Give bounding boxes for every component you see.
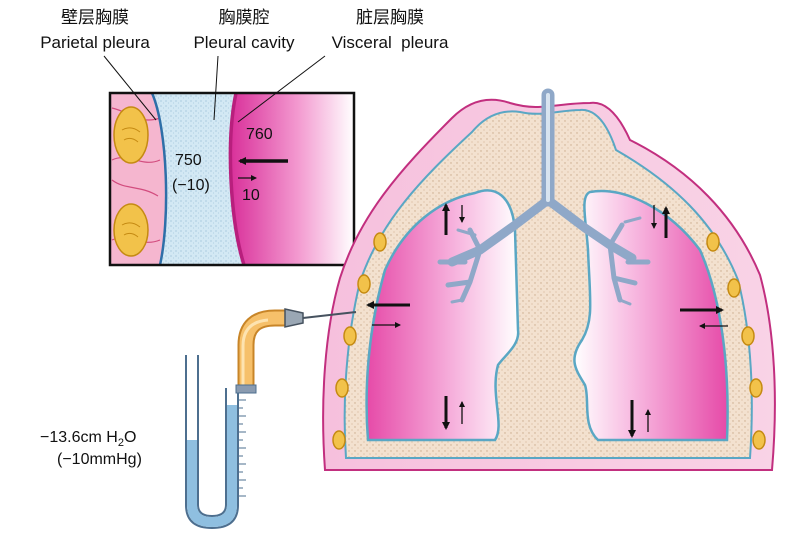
ribs-right [706,232,766,450]
parietal-pleura-cn: 壁层胸膜 [61,8,129,28]
needle [302,311,357,319]
parietal-pleura-en: Parietal pleura [40,33,150,52]
inset-frame [108,91,356,267]
u-tube-outer [185,355,239,530]
leader-parietal [103,55,157,121]
pleural-cavity-cn: 胸膜腔 [219,8,270,28]
inset-pleural-fluid [152,93,244,265]
manometer-water [187,405,237,527]
manometer-reading-mmhg: (−10mmHg) [57,451,142,468]
pleural-cavity-en: Pleural cavity [193,33,295,52]
intrapleural-relative-value: (−10) [172,177,210,194]
visceral-pleura-en: Visceral pleura [332,33,449,52]
inset-fat-cell-lower [113,203,149,257]
ribs-left [332,232,387,450]
label-parietal-pleura: 壁层胸膜 Parietal pleura [40,8,150,52]
manometer-scale [238,399,246,497]
leader-visceral [237,55,326,123]
manometer-reading-cmh2o: −13.6cm H2O [40,429,136,449]
intrapleural-pressure-value: 750 [175,152,202,169]
inset-lung-tissue [230,93,354,265]
recoil-value: 10 [242,187,260,204]
leader-cavity [213,55,219,121]
pressure-arrows [366,203,728,438]
label-pleural-cavity: 胸膜腔 Pleural cavity [193,8,295,52]
thorax [322,88,776,471]
manometer: −13.6cm H2O (−10mmHg) [40,308,357,530]
visceral-pleura-cn: 脏层胸膜 [356,8,424,28]
tube-connector [235,384,257,394]
u-tube-inner [197,355,227,518]
inset-detail: 760 750 (−10) 10 [108,91,356,267]
atmos-pressure-value: 760 [246,126,273,143]
label-visceral-pleura: 脏层胸膜 Visceral pleura [332,8,449,52]
inset-visceral-line [228,93,246,265]
inset-fat-cell-upper [113,106,149,164]
inset-parietal-line [150,93,168,265]
needle-hub [284,308,304,328]
